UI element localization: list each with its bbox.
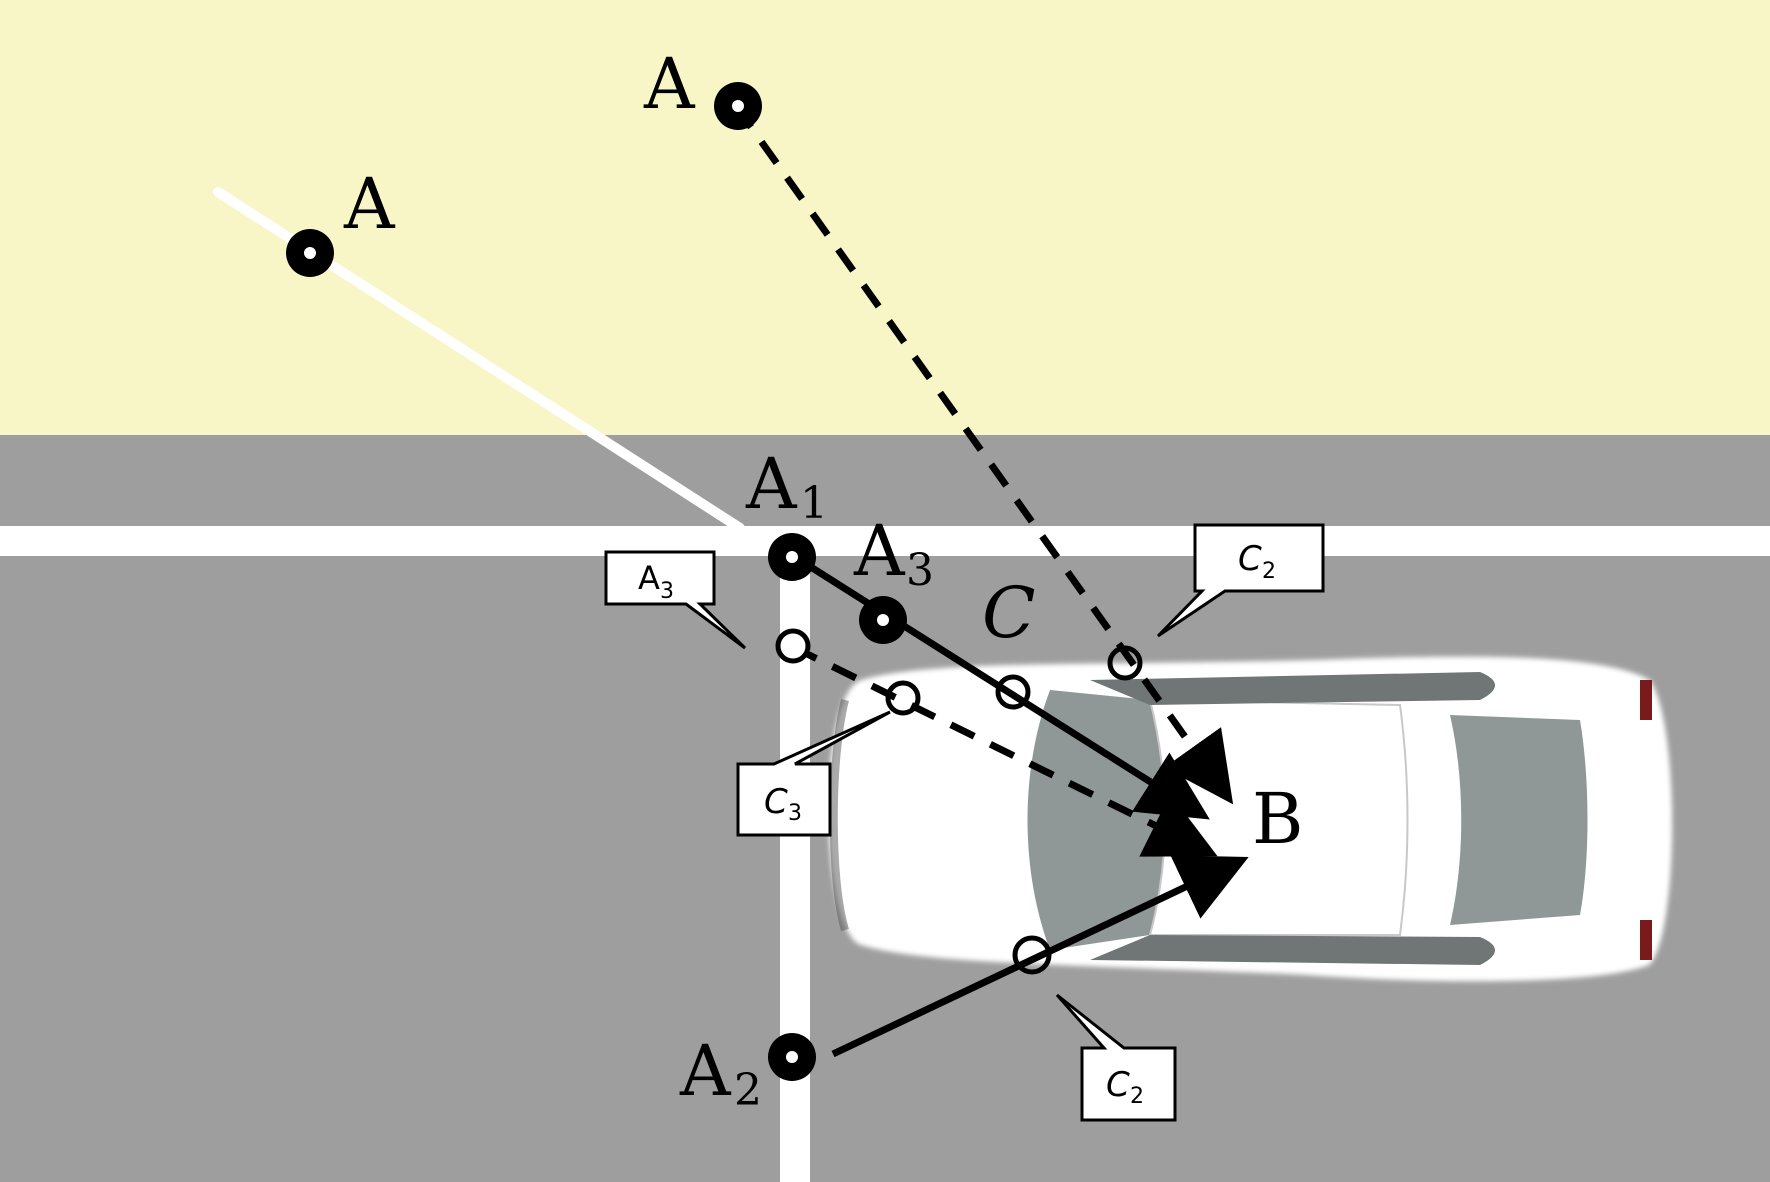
label-A3: A bbox=[853, 510, 906, 592]
label-A2: A bbox=[679, 1030, 732, 1112]
callout-C3-sub: 3 bbox=[788, 801, 802, 826]
car-rear-window bbox=[1450, 715, 1588, 925]
callout-C2-bottom-sub: 2 bbox=[1130, 1084, 1144, 1109]
callout-C2-bottom-main: C bbox=[1106, 1065, 1130, 1105]
car-top-view-icon bbox=[826, 654, 1674, 984]
label-A3-sub: 3 bbox=[906, 545, 934, 596]
point-A3 bbox=[859, 596, 907, 644]
sidewalk-area bbox=[0, 0, 1770, 435]
car-side-window-top bbox=[1090, 672, 1495, 705]
hollow-circle-icon-c3 bbox=[885, 680, 921, 716]
car-front-shade bbox=[829, 699, 849, 932]
callout-A3-sub: 3 bbox=[660, 579, 674, 604]
callout-C2-bottom: C 2 bbox=[1055, 993, 1177, 1122]
callout-A3: A 3 bbox=[604, 550, 747, 650]
car-windshield bbox=[1027, 690, 1165, 950]
callout-C3: C 3 bbox=[736, 710, 891, 837]
car-side-window-bottom bbox=[1090, 935, 1495, 965]
label-C: C bbox=[982, 572, 1036, 654]
label-A2-sub: 2 bbox=[734, 1065, 762, 1116]
callout-C2-top-main: C bbox=[1238, 539, 1262, 579]
callout-A3-main: A bbox=[638, 559, 660, 597]
point-A-left bbox=[286, 229, 334, 277]
solid-ray-A1-to-B bbox=[793, 554, 1210, 820]
stop-line-marking bbox=[0, 526, 1770, 556]
car-tail-light-bottom bbox=[1640, 920, 1652, 960]
point-A1 bbox=[768, 533, 816, 581]
hollow-circle-icon-c bbox=[995, 674, 1031, 710]
car-tail-light-top bbox=[1640, 680, 1652, 720]
callout-C2-top-sub: 2 bbox=[1262, 559, 1276, 584]
hollow-circle-icon-c2-top bbox=[1107, 645, 1143, 681]
label-A-left: A bbox=[343, 163, 396, 245]
dashed-ray-A3-to-B bbox=[791, 643, 1218, 857]
callout-C2-top: C 2 bbox=[1156, 523, 1325, 638]
label-B: B bbox=[1252, 778, 1303, 860]
point-A2 bbox=[768, 1033, 816, 1081]
solid-ray-A2-to-B bbox=[831, 855, 1249, 1058]
hollow-circle-icon-c2-bottom bbox=[1012, 935, 1052, 975]
label-A-top: A bbox=[643, 43, 696, 125]
callout-C3-main: C bbox=[764, 782, 788, 822]
label-A1: A bbox=[745, 443, 798, 525]
point-A-top bbox=[714, 82, 762, 130]
hollow-circle-icon-a3-image bbox=[775, 628, 811, 664]
label-A1-sub: 1 bbox=[800, 478, 828, 529]
dashed-ray-A-to-B bbox=[733, 103, 1234, 805]
